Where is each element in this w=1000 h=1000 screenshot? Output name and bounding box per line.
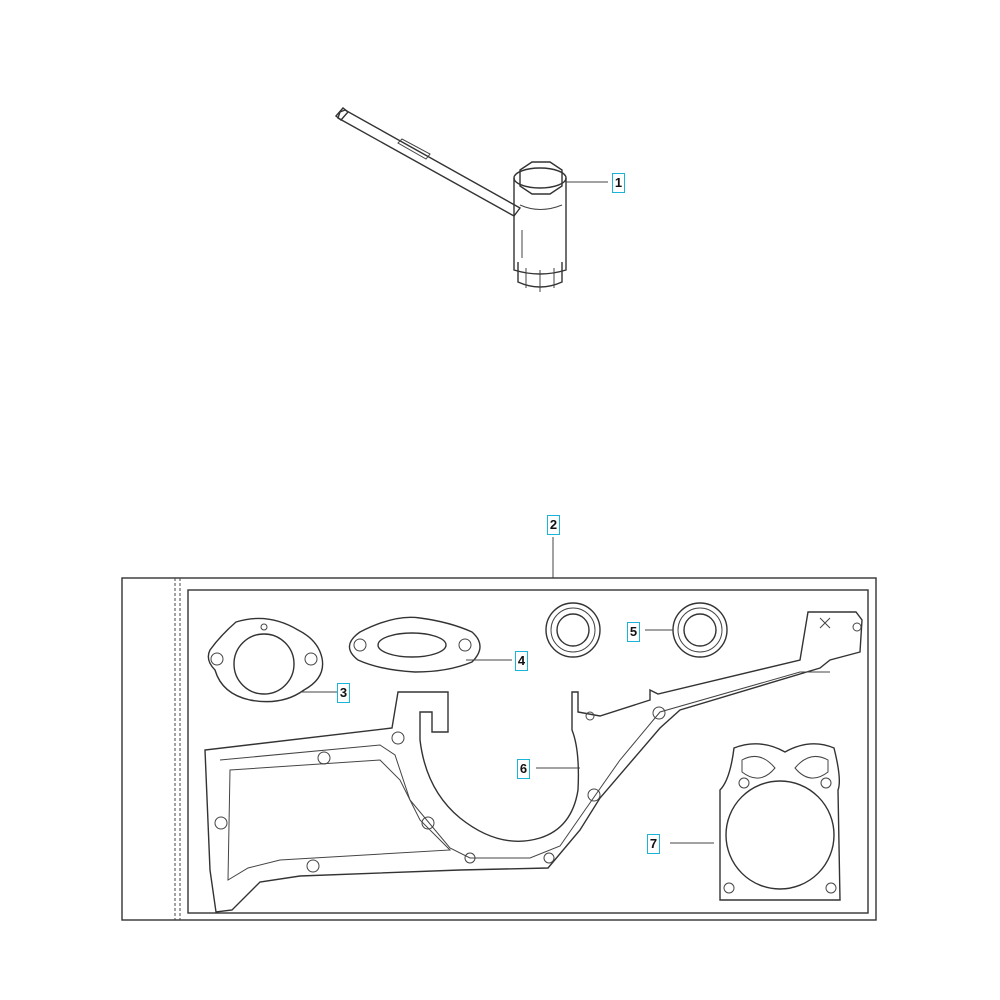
cylinder-gasket xyxy=(670,743,841,901)
callout-7: 7 xyxy=(647,834,660,854)
callout-2: 2 xyxy=(547,515,560,535)
callout-5: 5 xyxy=(627,622,640,642)
exhaust-gasket xyxy=(348,616,512,673)
callout-4: 4 xyxy=(515,651,528,671)
muffler-gasket xyxy=(207,617,337,703)
callout-3: 3 xyxy=(337,683,350,703)
callout-1: 1 xyxy=(612,173,625,193)
crankcase-gasket xyxy=(204,611,863,913)
combination-wrench xyxy=(334,107,608,292)
seal-rings xyxy=(545,602,728,658)
callout-6: 6 xyxy=(517,759,530,779)
gasket-kit-card xyxy=(121,537,877,921)
